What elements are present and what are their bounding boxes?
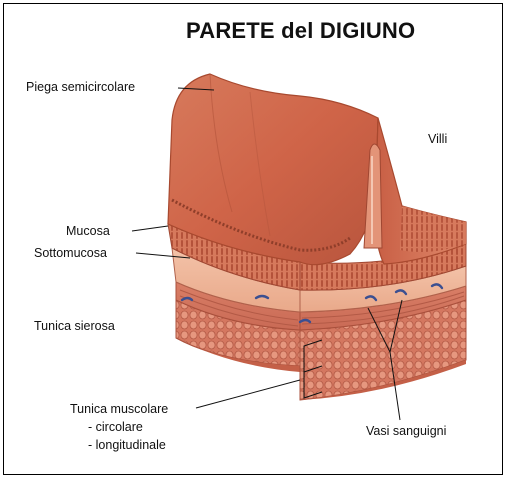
page-title: PARETE del DIGIUNO (186, 18, 415, 44)
label-villi: Villi (428, 132, 447, 147)
front-wall-block (300, 244, 466, 400)
semicircular-fold (168, 74, 378, 265)
label-mucosa: Mucosa (66, 224, 110, 239)
right-mucosa-surface (364, 118, 466, 264)
label-circolare: - circolare (88, 420, 143, 435)
label-vasi-sanguigni: Vasi sanguigni (366, 424, 446, 439)
label-longitudinale: - longitudinale (88, 438, 166, 453)
label-piega-semicircolare: Piega semicircolare (26, 80, 135, 95)
label-tunica-sierosa: Tunica sierosa (34, 319, 115, 334)
label-tunica-muscolare: Tunica muscolare (70, 402, 168, 417)
label-sottomucosa: Sottomucosa (34, 246, 107, 261)
